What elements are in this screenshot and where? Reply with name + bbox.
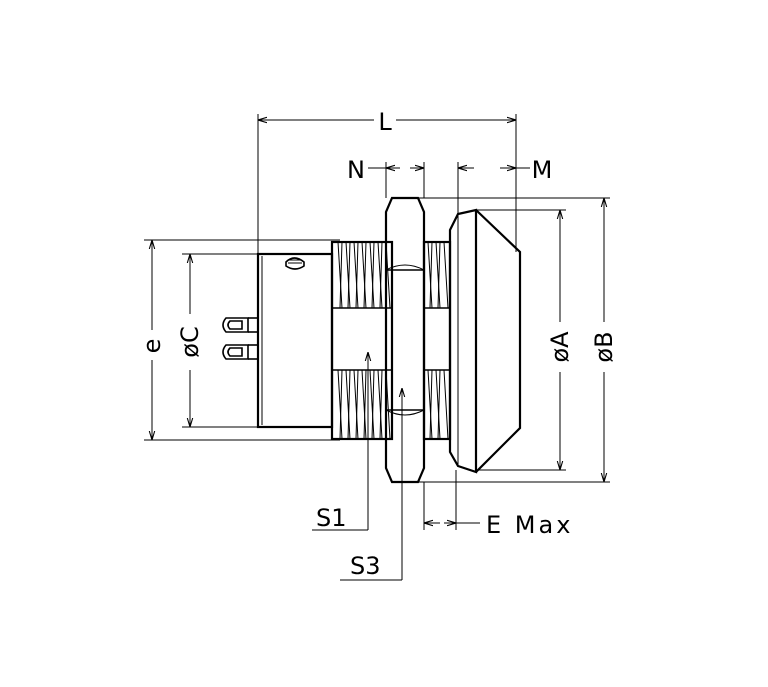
dimension-phiC: øC [176, 253, 258, 428]
contact-pins [222, 317, 258, 360]
label-e: e [138, 339, 166, 354]
leader-S3: S3 [340, 388, 402, 581]
front-flange [448, 208, 522, 474]
dimension-e: e [138, 239, 340, 441]
label-S3: S3 [350, 552, 381, 580]
dimension-EMax: E Max [423, 470, 573, 539]
rear-body [256, 252, 334, 429]
threaded-shank [330, 240, 394, 441]
dimension-N: N [347, 156, 425, 198]
label-phiA: øA [546, 331, 574, 363]
label-phiB: øB [590, 331, 618, 362]
key-notch [285, 257, 305, 270]
label-EMax: E Max [486, 511, 573, 539]
label-phiC: øC [176, 326, 204, 357]
front-thread [422, 240, 452, 441]
label-L: L [378, 108, 392, 136]
dimension-phiA: øA [476, 209, 574, 471]
dimension-phiB: øB [418, 197, 618, 483]
label-S1: S1 [316, 504, 347, 532]
dimension-M: M [457, 156, 553, 214]
label-N: N [347, 156, 365, 184]
connector-body [222, 196, 522, 484]
leader-S1: S1 [312, 352, 368, 532]
label-M: M [532, 156, 553, 184]
dimension-L: L [257, 108, 517, 254]
